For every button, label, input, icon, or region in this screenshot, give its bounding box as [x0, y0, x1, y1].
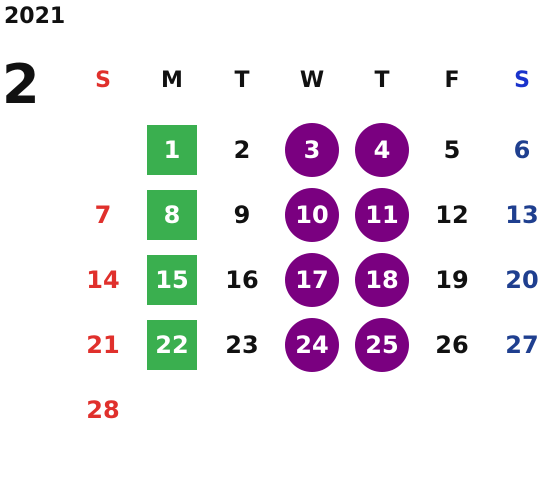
day-4[interactable]: 4: [355, 123, 409, 177]
month-label: 2: [2, 53, 40, 116]
day-19[interactable]: 19: [435, 266, 469, 294]
day-6[interactable]: 6: [513, 136, 531, 164]
weekday-sat: S: [514, 68, 530, 93]
day-28[interactable]: 28: [86, 396, 120, 424]
weekday-thu: T: [374, 68, 390, 93]
day-17[interactable]: 17: [285, 253, 339, 307]
weekday-fri: F: [444, 68, 460, 93]
year-label: 2021: [4, 4, 66, 29]
day-23[interactable]: 23: [225, 331, 259, 359]
weekday-mon: M: [161, 68, 183, 93]
day-22[interactable]: 22: [147, 320, 197, 370]
day-11[interactable]: 11: [355, 188, 409, 242]
day-7[interactable]: 7: [94, 201, 112, 229]
day-26[interactable]: 26: [435, 331, 469, 359]
day-8[interactable]: 8: [147, 190, 197, 240]
day-5[interactable]: 5: [443, 136, 461, 164]
day-21[interactable]: 21: [86, 331, 120, 359]
day-15[interactable]: 15: [147, 255, 197, 305]
day-14[interactable]: 14: [86, 266, 120, 294]
day-2[interactable]: 2: [233, 136, 251, 164]
day-1[interactable]: 1: [147, 125, 197, 175]
weekday-sun: S: [95, 68, 111, 93]
day-25[interactable]: 25: [355, 318, 409, 372]
day-3[interactable]: 3: [285, 123, 339, 177]
day-20[interactable]: 20: [505, 266, 539, 294]
day-16[interactable]: 16: [225, 266, 259, 294]
day-10[interactable]: 10: [285, 188, 339, 242]
day-13[interactable]: 13: [505, 201, 539, 229]
day-12[interactable]: 12: [435, 201, 469, 229]
day-18[interactable]: 18: [355, 253, 409, 307]
weekday-tue: T: [234, 68, 250, 93]
day-27[interactable]: 27: [505, 331, 539, 359]
day-24[interactable]: 24: [285, 318, 339, 372]
day-9[interactable]: 9: [233, 201, 251, 229]
weekday-wed: W: [299, 68, 325, 93]
